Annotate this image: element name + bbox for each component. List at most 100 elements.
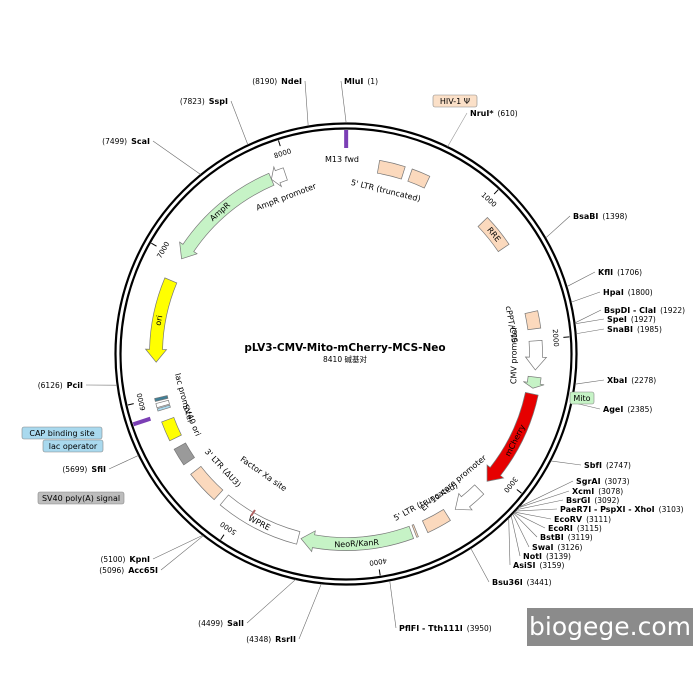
site-label: AgeI(2385) <box>603 405 652 414</box>
site-leader-line <box>516 499 564 510</box>
feature-label: NeoR/KanR <box>334 538 380 550</box>
site-leader-line <box>447 112 468 147</box>
site-leader-line <box>508 517 511 566</box>
feature-shape <box>271 165 288 188</box>
site-name: NdeI <box>281 77 302 86</box>
plasmid-backbone <box>114 122 578 586</box>
feature-shape <box>179 172 275 260</box>
callout-box <box>432 94 478 108</box>
site-position: (3159) <box>539 561 564 570</box>
site-leader-line <box>574 379 605 385</box>
feature-shape <box>154 395 169 402</box>
tick-label: 8000 <box>273 147 292 160</box>
site-leader-line <box>574 309 602 324</box>
callout-box <box>42 439 104 453</box>
site-leader-line <box>576 328 605 335</box>
site-leader-line <box>515 508 558 512</box>
site-position: (3078) <box>598 487 623 496</box>
feature-mito <box>523 375 545 389</box>
site-leader-line <box>550 460 582 466</box>
site-label: BsrGI(3092) <box>566 496 619 505</box>
site-position: (1800) <box>628 288 653 297</box>
site-label: (6126)PciI <box>38 381 83 390</box>
site-name: MluI <box>344 77 363 86</box>
factor-xa-label: Factor Xa site <box>239 455 289 494</box>
site-pcii: (6126)PciI <box>38 381 118 390</box>
factor-xa-site: Factor Xa site <box>239 455 289 517</box>
primer-mark <box>132 416 152 427</box>
site-leader-line <box>513 512 538 538</box>
tick-label: 4000 <box>369 556 388 567</box>
site-bsu36i: Bsu36I (3441) <box>470 548 552 587</box>
site-label: EcoRV(3111) <box>554 515 611 524</box>
backbone-inner-ring <box>119 127 573 581</box>
site-position: (3111) <box>586 515 611 524</box>
site-ecorv: EcoRV(3111) <box>514 511 611 524</box>
tick-label: 2000 <box>551 329 560 347</box>
site-name: XbaI <box>607 376 627 385</box>
m13-fwd-label: M13 fwd <box>325 155 359 164</box>
feature-callout-sv40polya: SV40 poly(A) signal <box>37 491 125 505</box>
site-paer7i-pspxi-xhoi: PaeR7I - PspXI - XhoI(3103) <box>515 505 684 514</box>
site-sgrai: SgrAI(3073) <box>518 477 630 508</box>
feature-callout-lacop: lac operator <box>42 439 104 453</box>
site-label: XcmI(3078) <box>572 487 623 496</box>
feature-label: CMV promoter <box>509 326 518 384</box>
feature-shape <box>407 168 431 189</box>
site-leader-line <box>298 583 322 640</box>
feature-shape <box>173 442 195 466</box>
site-xcmi: XcmI(3078) <box>518 487 623 509</box>
site-name: Acc65I <box>128 566 158 575</box>
site-label: (5100)KpnI <box>100 555 150 564</box>
site-position: (2385) <box>627 405 652 414</box>
feature-shape <box>376 159 406 180</box>
site-name: SbfI <box>584 461 602 470</box>
callout-text: SV40 poly(A) signal <box>42 494 120 503</box>
site-position: (5100) <box>100 555 125 564</box>
site-label: PaeR7I - PspXI - XhoI(3103) <box>560 505 684 514</box>
site-position: (3441) <box>527 578 552 587</box>
feature-shape <box>454 484 485 511</box>
feature-ltr3t: 5' LTR (truncated) <box>392 481 459 534</box>
site-label: SpeI(1927) <box>607 315 656 324</box>
feature-callout-mito: Mito <box>569 391 595 405</box>
site-leader-line <box>512 513 530 548</box>
callout-text: Mito <box>573 394 590 403</box>
site-label: EcoRI(3115) <box>548 524 602 533</box>
site-nrui: NruI*(610) <box>447 109 518 147</box>
feature-wpre: WPRE <box>219 494 301 545</box>
site-spei: SpeI(1927) <box>574 315 656 325</box>
site-name: SpeI <box>607 315 627 324</box>
site-sbfi: SbfI(2747) <box>550 460 631 470</box>
feature-label: 5' LTR (truncated) <box>392 481 459 523</box>
plasmid-size: 8410 碱基对 <box>323 354 367 364</box>
site-label: PflFI - Tth111I(3950) <box>399 624 492 633</box>
feature-shape <box>144 277 178 363</box>
tick-mark <box>378 569 381 576</box>
site-position: (5096) <box>99 566 124 575</box>
site-label: SwaI(3126) <box>532 543 583 552</box>
callout-box <box>21 426 103 440</box>
site-position: (1398) <box>602 212 627 221</box>
feature-shape <box>219 494 301 545</box>
site-position: (4348) <box>246 635 271 644</box>
site-noti: NotI(3139) <box>510 515 571 561</box>
site-name: PciI <box>67 381 83 390</box>
feature-rre: RRE <box>477 217 510 253</box>
site-leader-line <box>514 511 552 520</box>
site-label: KflI(1706) <box>598 268 642 277</box>
feature-cmvprom: CMV promoter <box>509 326 548 384</box>
site-name: HpaI <box>603 288 624 297</box>
tick-label: 7000 <box>156 240 172 259</box>
site-name: SgrAI <box>576 477 601 486</box>
site-name: Bsu36I <box>492 578 523 587</box>
site-leader-line <box>246 579 296 624</box>
site-leader-line <box>152 534 203 560</box>
site-bsabi: BsaBI(1398) <box>545 212 627 239</box>
site-name: AsiSI <box>513 561 535 570</box>
site-leader-line <box>518 480 574 508</box>
site-name: SfiI <box>91 465 106 474</box>
site-label: (4348)RsrII <box>246 635 296 644</box>
site-label: HpaI (1800) <box>603 288 653 297</box>
site-label: NruI*(610) <box>470 109 518 118</box>
